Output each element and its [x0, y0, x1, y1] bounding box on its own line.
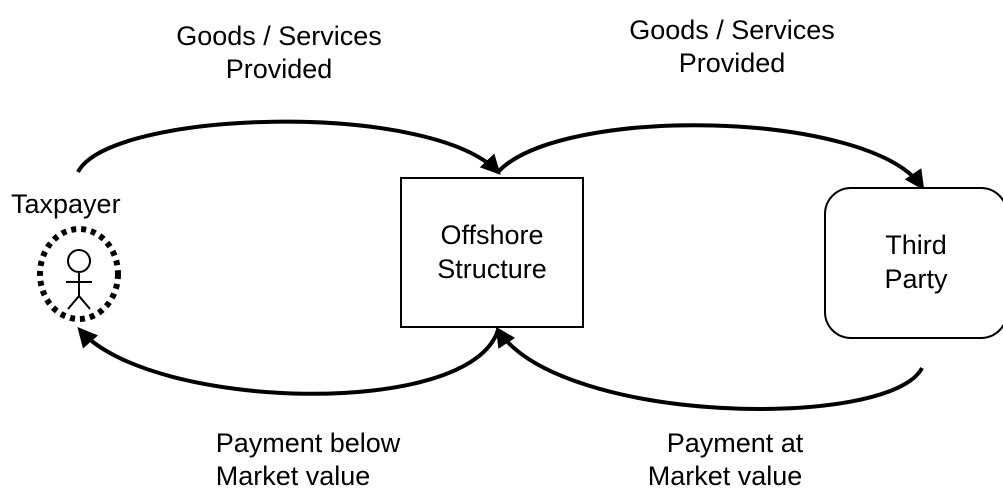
- offshore-structure-line1: Offshore: [440, 220, 544, 250]
- third-party-line1: Third: [885, 230, 947, 260]
- goods-services-label-left: Goods / Services Provided: [148, 20, 410, 86]
- payment-below-market-label: Payment below Market value: [168, 427, 418, 493]
- offshore-structure-line2: Structure: [437, 254, 547, 284]
- goods-flow-arrow-right: [496, 123, 925, 191]
- third-party-box: [824, 187, 1003, 339]
- payment-below-market-line2: Market value: [215, 461, 371, 491]
- goods-services-label-left-line2: Provided: [225, 54, 333, 84]
- payment-below-market-line1: Payment below: [215, 428, 401, 458]
- payment-at-market-line1: Payment at: [666, 428, 804, 458]
- goods-services-label-right-line1: Goods / Services: [629, 15, 835, 45]
- third-party-label: Third Party: [825, 228, 1003, 296]
- goods-services-label-right: Goods / Services Provided: [601, 14, 863, 80]
- taxpayer-label-text: Taxpayer: [11, 189, 121, 219]
- goods-flow-arrow-left: [76, 119, 501, 175]
- offshore-structure-box: [400, 177, 584, 328]
- goods-services-label-right-line2: Provided: [678, 48, 786, 78]
- payment-at-market-label: Payment at Market value: [615, 427, 835, 493]
- payment-flow-arrow-right: [495, 326, 924, 411]
- taxpayer-icon: [37, 226, 121, 322]
- payment-at-market-line2: Market value: [647, 461, 803, 491]
- payment-flow-arrow-left: [77, 326, 500, 396]
- third-party-line2: Party: [884, 264, 948, 294]
- offshore-structure-label: Offshore Structure: [401, 218, 583, 286]
- taxpayer-label: Taxpayer: [11, 188, 121, 221]
- goods-services-label-left-line1: Goods / Services: [176, 21, 382, 51]
